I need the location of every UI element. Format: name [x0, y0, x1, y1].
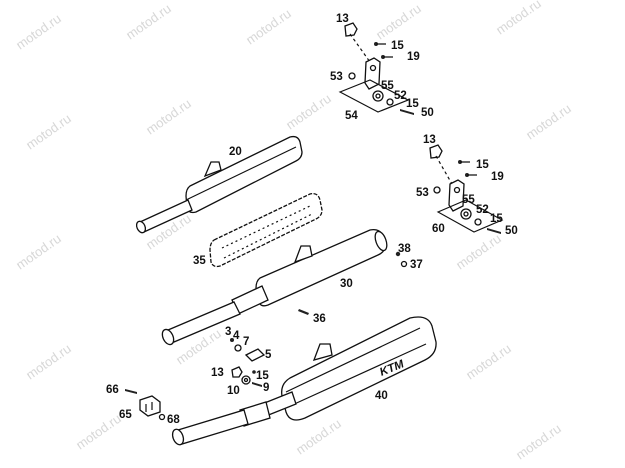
callout-53: 53	[330, 71, 343, 83]
perforated-insert	[209, 192, 323, 268]
watermark: motod.ru	[463, 341, 514, 383]
washer-38	[395, 251, 401, 257]
callout-15: 15	[256, 370, 269, 382]
watermark: motod.ru	[143, 96, 194, 138]
watermark: motod.ru	[13, 231, 64, 273]
callout-19: 19	[407, 51, 420, 63]
grommet-37	[400, 260, 408, 268]
callout-50: 50	[421, 107, 434, 119]
clip-part	[231, 366, 243, 378]
mount-bracket	[244, 348, 266, 362]
callout-7: 7	[243, 336, 249, 348]
inlet-pipe	[177, 409, 249, 445]
callout-53: 53	[416, 187, 429, 199]
callout-37: 37	[410, 259, 423, 271]
callout-3: 3	[225, 326, 231, 338]
pipe-end	[171, 428, 185, 446]
watermark: motod.ru	[23, 111, 74, 153]
callout-10: 10	[227, 385, 240, 397]
insert-35: 35	[193, 192, 323, 268]
callout-5: 5	[265, 349, 272, 361]
watermark: motod.ru	[293, 416, 344, 458]
watermark: motod.ru	[493, 0, 544, 37]
watermark: motod.ru	[453, 231, 504, 273]
callout-55: 55	[381, 80, 394, 92]
silencer-body	[255, 228, 386, 307]
nut-68	[158, 413, 166, 421]
callout-52: 52	[394, 90, 407, 102]
watermark: motod.ru	[283, 91, 334, 133]
mounting-tab	[312, 343, 333, 361]
callout-52: 52	[476, 204, 489, 216]
callout-9: 9	[263, 382, 269, 394]
watermark: motod.ru	[73, 411, 124, 453]
watermark: motod.ru	[513, 421, 564, 463]
bracket-plate	[364, 57, 381, 90]
watermark: motod.ru	[523, 101, 574, 143]
silencer-30: 30	[161, 228, 388, 346]
silencer-40: KTM 40	[171, 316, 437, 446]
silencer-20: 20	[135, 135, 303, 234]
mounting-tab	[203, 161, 222, 178]
callout-55: 55	[462, 194, 475, 206]
watermark: motod.ru	[243, 6, 294, 48]
pipe-end	[135, 220, 147, 234]
mounting-base-outline	[436, 199, 504, 233]
pipe-end	[161, 328, 175, 346]
callout-30: 30	[340, 278, 353, 290]
watermark: motod.ru	[373, 1, 424, 43]
callout-15: 15	[391, 40, 404, 52]
callout-15: 15	[406, 98, 419, 110]
nut-part	[433, 186, 441, 194]
mount-cluster: 3 4 7 5 13 15 10 9	[211, 326, 272, 397]
bolt-part	[487, 228, 501, 234]
callout-65: 65	[119, 409, 132, 421]
callout-68: 68	[167, 414, 180, 426]
watermark: motod.ru	[123, 1, 174, 43]
callout-38: 38	[398, 243, 411, 255]
sleeve-part	[386, 98, 394, 106]
callout-50: 50	[505, 225, 518, 237]
callout-13: 13	[336, 13, 349, 25]
callout-4: 4	[233, 330, 240, 342]
callout-20: 20	[229, 146, 242, 158]
silencer-body	[185, 135, 303, 214]
small-fasteners: 36 38 37	[298, 243, 423, 325]
nut-part	[348, 72, 356, 80]
callout-36: 36	[313, 313, 326, 325]
callout-40: 40	[375, 390, 388, 402]
callout-15: 15	[476, 159, 489, 171]
end-cap	[374, 230, 388, 252]
silencer-body	[281, 316, 437, 421]
bolt-66	[125, 389, 137, 394]
clip-part	[429, 144, 443, 159]
bracket-plate	[448, 179, 465, 212]
callout-60: 60	[432, 223, 445, 235]
upper-bracket-assembly: 13 15 19 53 55 52 15 50 54	[330, 13, 434, 122]
clamp-assembly: 66 65 68	[106, 384, 180, 426]
clip-part	[344, 22, 358, 37]
mounting-base-outline	[338, 79, 410, 113]
clamp-65	[139, 395, 161, 417]
watermark: motod.ru	[23, 341, 74, 383]
lower-bracket-assembly: 13 15 19 53 55 52 15 50 60	[416, 134, 518, 237]
bolt-part	[400, 109, 414, 115]
sleeve-part	[474, 218, 482, 226]
screw-36	[298, 309, 309, 315]
callout-13: 13	[423, 134, 436, 146]
callout-66: 66	[106, 384, 119, 396]
watermark: motod.ru	[13, 11, 64, 53]
callout-35: 35	[193, 255, 206, 267]
mounting-tab	[293, 245, 313, 264]
callout-54: 54	[345, 110, 358, 122]
callout-13: 13	[211, 367, 224, 379]
callout-15: 15	[490, 213, 503, 225]
callout-19: 19	[491, 171, 504, 183]
